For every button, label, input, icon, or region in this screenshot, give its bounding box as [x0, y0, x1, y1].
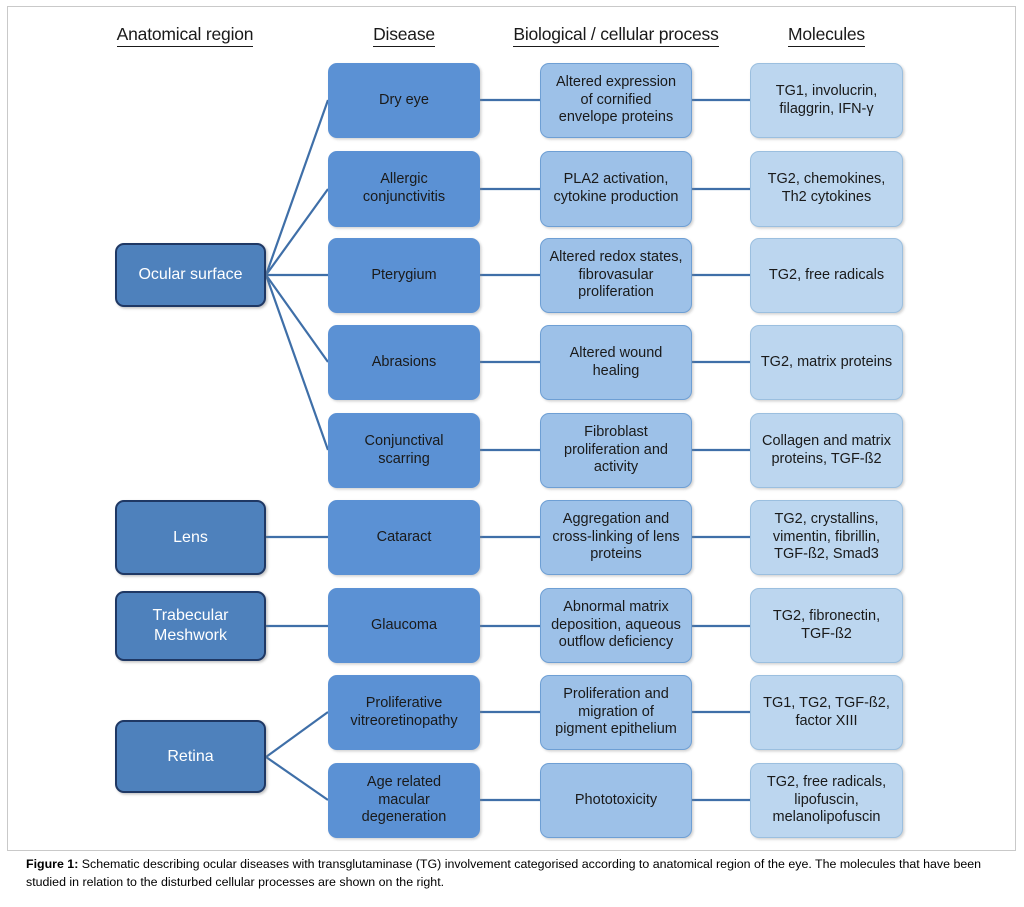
column-header-2: Biological / cellular process: [498, 24, 734, 47]
molecule-box-label: TG1, involucrin,filaggrin, IFN-γ: [775, 82, 878, 117]
molecule-box-label: TG2, crystallins,vimentin, fibrillin,TGF…: [772, 510, 881, 563]
disease-box-label: Abrasions: [371, 353, 437, 370]
molecule-box-7: TG1, TG2, TGF-ß2,factor XIII: [750, 675, 903, 750]
molecule-box-8: TG2, free radicals,lipofuscin,melanolipo…: [750, 763, 903, 838]
region-box-0: Ocular surface: [115, 243, 266, 307]
disease-box-6: Glaucoma: [328, 588, 480, 663]
disease-box-3: Abrasions: [328, 325, 480, 400]
column-header-0: Anatomical region: [105, 24, 265, 47]
caption-text: Schematic describing ocular diseases wit…: [26, 857, 982, 889]
column-header-3: Molecules: [750, 24, 903, 47]
process-box-label: Phototoxicity: [574, 791, 658, 808]
caption-label: Figure 1:: [26, 857, 79, 871]
process-box-label: PLA2 activation,cytokine production: [553, 171, 679, 205]
disease-box-2: Pterygium: [328, 238, 480, 313]
disease-box-label: Pterygium: [371, 266, 437, 283]
column-header-label: Anatomical region: [116, 24, 254, 47]
region-box-label: Lens: [173, 528, 208, 546]
molecule-box-label: TG2, free radicals: [768, 266, 885, 283]
disease-box-label: Cataract: [376, 528, 432, 545]
molecule-box-1: TG2, chemokines,Th2 cytokines: [750, 151, 903, 227]
region-box-3: Retina: [115, 720, 266, 793]
molecule-box-5: TG2, crystallins,vimentin, fibrillin,TGF…: [750, 500, 903, 575]
molecule-box-label: TG2, matrix proteins: [760, 353, 893, 370]
column-header-label: Disease: [373, 24, 435, 47]
column-header-label: Molecules: [788, 24, 865, 47]
disease-box-0: Dry eye: [328, 63, 480, 138]
region-box-1: Lens: [115, 500, 266, 575]
disease-box-5: Cataract: [328, 500, 480, 575]
disease-box-label: Glaucoma: [370, 616, 438, 633]
disease-box-label: Dry eye: [379, 91, 429, 108]
region-box-label: Retina: [167, 747, 214, 765]
molecule-box-6: TG2, fibronectin,TGF-ß2: [750, 588, 903, 663]
process-box-8: Phototoxicity: [540, 763, 692, 838]
region-box-label: Ocular surface: [138, 266, 243, 284]
column-header-1: Disease: [328, 24, 480, 47]
molecule-box-label: TG2, free radicals,lipofuscin,melanolipo…: [766, 773, 887, 826]
molecule-box-0: TG1, involucrin,filaggrin, IFN-γ: [750, 63, 903, 138]
column-header-label: Biological / cellular process: [513, 24, 719, 47]
process-box-1: PLA2 activation,cytokine production: [540, 151, 692, 227]
figure-caption: Figure 1: Schematic describing ocular di…: [26, 856, 998, 891]
molecule-box-label: TG1, TG2, TGF-ß2,factor XIII: [763, 694, 890, 729]
molecule-box-label: TG2, fibronectin,TGF-ß2: [772, 607, 881, 642]
molecule-box-2: TG2, free radicals: [750, 238, 903, 313]
molecule-box-label: TG2, chemokines,Th2 cytokines: [767, 171, 886, 205]
molecule-box-3: TG2, matrix proteins: [750, 325, 903, 400]
